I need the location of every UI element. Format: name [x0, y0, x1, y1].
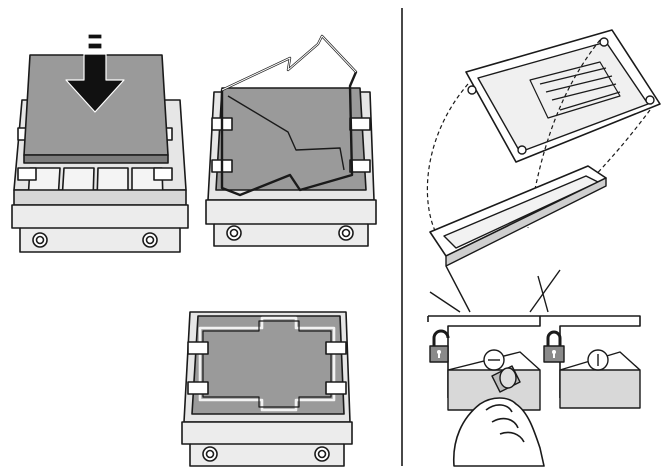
frame-screws — [467, 37, 655, 155]
unlocked-padlock-icon — [429, 329, 450, 363]
callout-lines — [429, 265, 561, 313]
screwdriver-icon — [491, 365, 521, 393]
clip-frame — [198, 316, 336, 412]
panel-remove-and-lock — [426, 29, 661, 467]
panel-place-clip-frame — [205, 34, 377, 247]
panel-assembled-tray — [181, 311, 353, 467]
locked-detail — [559, 349, 641, 409]
side-clips — [187, 341, 347, 395]
locked-padlock-icon — [543, 330, 565, 363]
bezel-screws — [226, 225, 354, 241]
hand-icon — [452, 397, 545, 467]
panel-insert-plate — [11, 33, 189, 253]
down-arrow-icon — [65, 33, 125, 113]
bezel-screws — [32, 232, 158, 248]
bezel-screws — [202, 446, 330, 462]
